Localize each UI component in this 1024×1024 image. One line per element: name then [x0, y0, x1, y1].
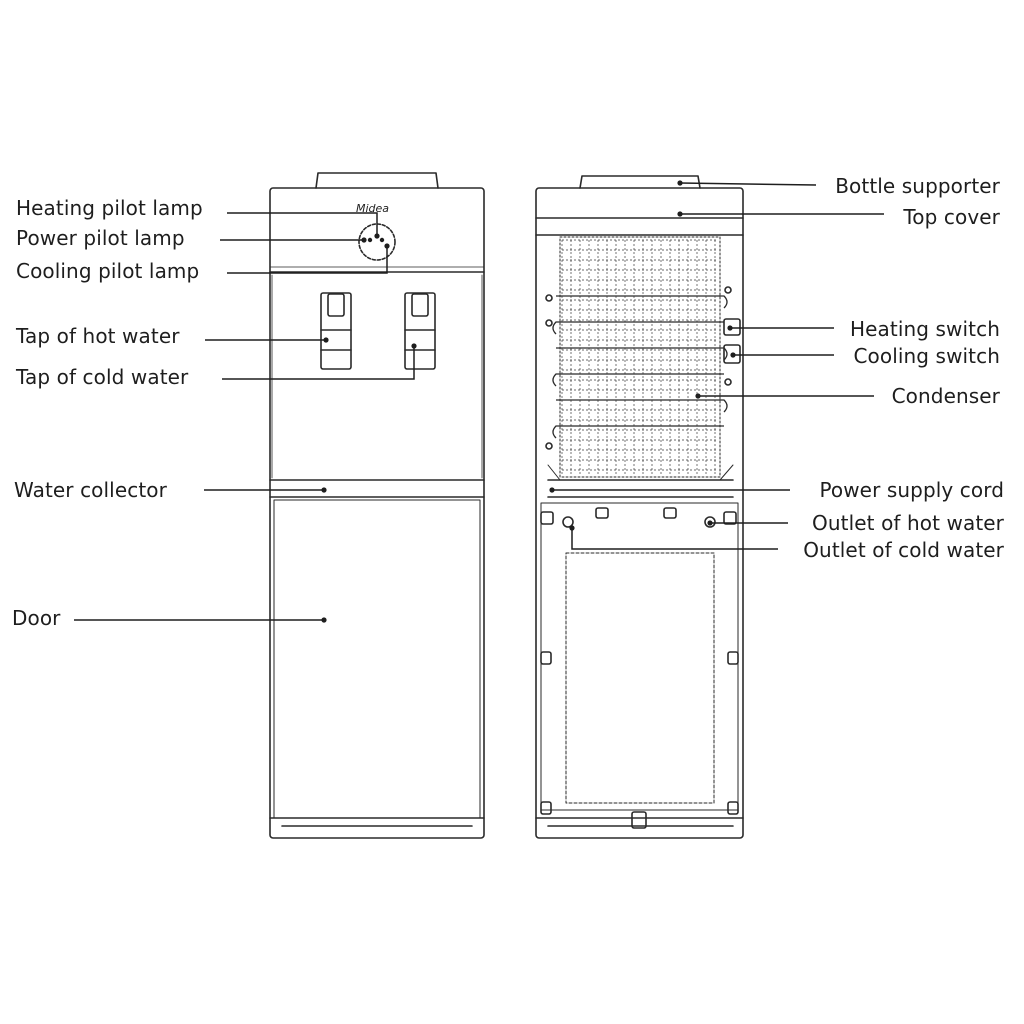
- label-outlet-hot-water: Outlet of hot water: [812, 511, 1004, 535]
- label-tap-hot-water: Tap of hot water: [16, 324, 180, 348]
- heating-switch-box: [723, 318, 741, 336]
- condenser-frame: [559, 236, 721, 478]
- leader-heating-pilot-lamp: [227, 212, 378, 234]
- back-cabinet: [535, 187, 744, 839]
- leader-bottle-supporter: [679, 182, 817, 186]
- label-power-pilot-lamp: Power pilot lamp: [16, 226, 185, 250]
- leader-outlet-cold-water: [571, 528, 778, 550]
- label-outlet-cold-water: Outlet of cold water: [803, 538, 1004, 562]
- condenser-coils: [552, 295, 728, 439]
- back-bottle-supporter: [579, 175, 701, 189]
- label-power-supply-cord: Power supply cord: [819, 478, 1004, 502]
- label-cooling-switch: Cooling switch: [853, 344, 1000, 368]
- cold-tap: [404, 292, 436, 370]
- condenser-grid: [561, 239, 718, 476]
- leader-cooling-pilot-lamp: [227, 246, 388, 274]
- cooling-switch-box: [723, 344, 741, 364]
- label-bottle-supporter: Bottle supporter: [835, 174, 1000, 198]
- label-condenser: Condenser: [891, 384, 1000, 408]
- label-tap-cold-water: Tap of cold water: [16, 365, 189, 389]
- hot-tap: [320, 292, 352, 370]
- leader-lines: [74, 182, 884, 621]
- label-cooling-pilot-lamp: Cooling pilot lamp: [16, 259, 200, 283]
- leader-dots: [321, 180, 736, 623]
- front-door: [273, 499, 481, 819]
- label-door: Door: [12, 606, 61, 630]
- brand-logo: Midea: [356, 202, 389, 215]
- label-heating-pilot-lamp: Heating pilot lamp: [16, 196, 203, 220]
- front-cabinet: [269, 187, 485, 839]
- label-top-cover: Top cover: [903, 205, 1000, 229]
- front-bottle-supporter: [315, 172, 439, 189]
- back-view: [535, 175, 744, 839]
- label-water-collector: Water collector: [14, 478, 167, 502]
- leader-tap-cold-water: [222, 346, 415, 380]
- label-heating-switch: Heating switch: [850, 317, 1000, 341]
